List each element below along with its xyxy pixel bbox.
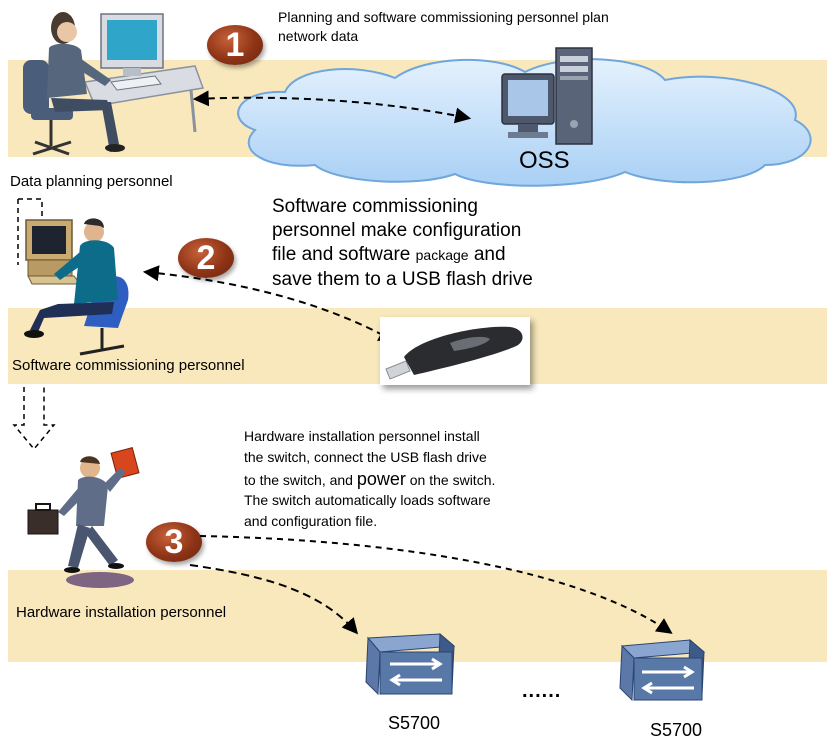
- installer-person-icon: [27, 446, 140, 588]
- step-3-marker: 3: [146, 522, 202, 562]
- step-3-text-line-2: the switch, connect the USB flash drive: [244, 449, 487, 465]
- commissioner-person-icon: [24, 218, 129, 356]
- step-2-text-line-3a: file and software: [272, 244, 416, 265]
- software-commissioning-personnel-label: Software commissioning personnel: [12, 357, 245, 374]
- server-computer-icon: [501, 47, 593, 145]
- step-2-text-line-3c: and: [468, 244, 506, 265]
- usb-flash-drive-icon: [385, 326, 523, 380]
- switch-2-label: S5700: [650, 720, 703, 740]
- switch-1-icon: [365, 632, 456, 696]
- step-3-text-line-3a: to the switch, and: [244, 472, 357, 488]
- step-1-text-line-2: network data: [278, 28, 359, 44]
- step-2-text-line-3b: package: [415, 247, 469, 263]
- step-1-text-line-1: Planning and software commissioning pers…: [278, 9, 609, 25]
- step-3-text-line-3c: on the switch.: [405, 472, 496, 488]
- switch-1-label: S5700: [388, 713, 441, 733]
- data-planning-personnel-label: Data planning personnel: [10, 173, 173, 190]
- flow-arrow-2-to-3: [12, 387, 56, 451]
- oss-label: OSS: [519, 147, 570, 174]
- step-3-text-line-4: The switch automatically loads software: [244, 492, 491, 508]
- step-2-text-line-3: file and software package and: [272, 244, 506, 266]
- step-2-text-line-1: Software commissioning: [272, 196, 478, 217]
- hardware-installation-personnel-label: Hardware installation personnel: [16, 604, 227, 621]
- step-1-marker: 1: [207, 25, 263, 65]
- step-3-text-line-5: and configuration file.: [244, 513, 378, 529]
- ellipsis: ......: [522, 680, 562, 702]
- data-planner-person-icon: [23, 12, 205, 156]
- step-2-text-line-2: personnel make configuration: [272, 220, 522, 241]
- step-3-text-line-3: to the switch, and power on the switch.: [244, 469, 495, 490]
- step-3-text-line-3b: power: [356, 469, 406, 489]
- step-3-text-line-1: Hardware installation personnel install: [244, 428, 480, 444]
- switch-2-icon: [619, 638, 706, 702]
